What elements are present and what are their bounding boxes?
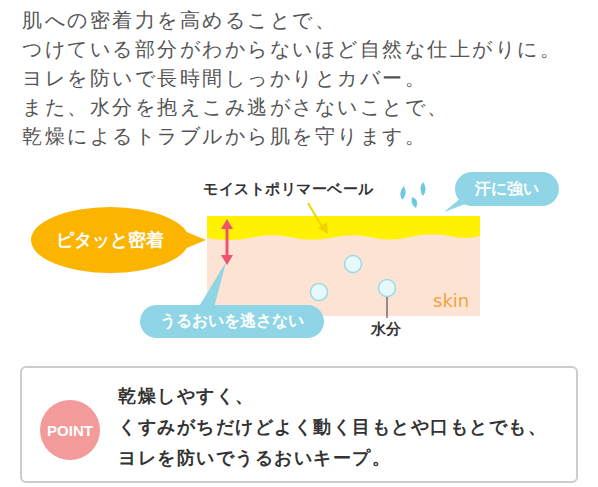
part-label: モイストポリマーベール bbox=[203, 180, 374, 199]
callout-ellipse: ピタッと密着 bbox=[31, 207, 189, 273]
intro-text: また、水分を抱えこみ逃がさないことで、 bbox=[22, 93, 450, 121]
polymer-veil bbox=[207, 216, 480, 240]
splash-drop bbox=[421, 182, 426, 196]
point-badge: POINT bbox=[40, 400, 100, 460]
callout-tail bbox=[198, 262, 226, 308]
point-box: 乾燥しやすく、 くすみがちだけどよく動く目もとや口もとでも、 ヨレを防いでうるお… bbox=[20, 366, 578, 483]
node-text: うるおいを逃さない bbox=[160, 311, 304, 332]
intro-text: ヨレを防いで長時間しっかりとカバー。 bbox=[22, 64, 427, 92]
leader-line bbox=[387, 297, 388, 318]
leader-head bbox=[318, 222, 328, 234]
intro-text: 乾燥によるトラブルから肌を守ります。 bbox=[22, 122, 427, 150]
thickness-arrow bbox=[226, 226, 229, 258]
node-text: POINT bbox=[47, 422, 93, 439]
callout-bubble: 汗に強い bbox=[455, 172, 559, 206]
node-text: 汗に強い bbox=[475, 179, 539, 200]
node-text: ピタッと密着 bbox=[56, 228, 164, 252]
arrow-head bbox=[221, 219, 233, 229]
layer-label: skin bbox=[433, 290, 469, 311]
callout-bubble: うるおいを逃さない bbox=[140, 305, 324, 338]
water-droplet bbox=[379, 280, 396, 297]
part-label: 水分 bbox=[371, 320, 401, 339]
water-droplet bbox=[311, 284, 328, 301]
skin-layer bbox=[207, 230, 480, 316]
arrow-head bbox=[221, 255, 233, 265]
intro-text: つけている部分がわからないほど自然な仕上がりに。 bbox=[22, 35, 562, 63]
splash-drop bbox=[412, 197, 418, 208]
splash-drop bbox=[400, 186, 405, 200]
intro-text: 肌への密着力を高めることで、 bbox=[22, 6, 337, 34]
water-droplet bbox=[345, 256, 362, 273]
node-text: 乾燥しやすく、 くすみがちだけどよく動く目もとや口もとでも、 ヨレを防いでうるお… bbox=[118, 380, 570, 473]
